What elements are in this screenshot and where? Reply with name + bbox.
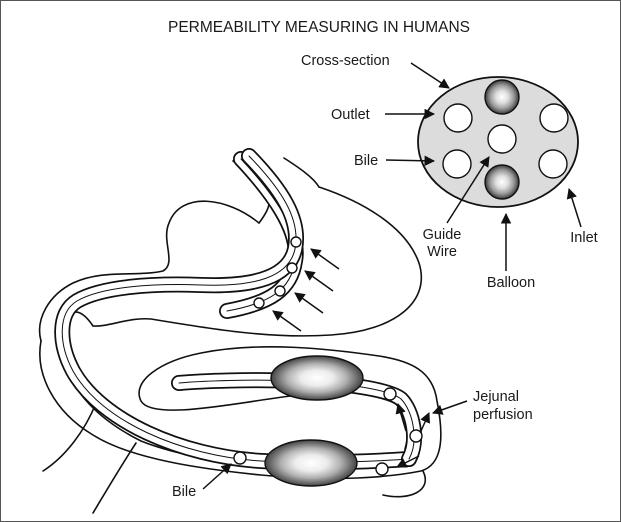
perfusion-hole-3: [376, 463, 388, 475]
guide-wire-lumen: [488, 125, 516, 153]
perfusion-hole-2: [410, 430, 422, 442]
bile-lumen: [443, 150, 471, 178]
label-cross-section: Cross-section: [301, 53, 390, 69]
inlet-lumen: [539, 150, 567, 178]
perfusion-hole-1: [384, 388, 396, 400]
balloon-lumen-bottom: [485, 165, 519, 199]
bile-sidehole: [234, 452, 246, 464]
cross-section: [418, 77, 578, 207]
balloon-lumen-top: [485, 80, 519, 114]
arrow-cross-section: [411, 63, 449, 88]
label-guide-wire-2: Wire: [427, 244, 457, 260]
lumen-top-right: [540, 104, 568, 132]
sidehole-3: [275, 286, 285, 296]
intestine-outline: [40, 341, 441, 513]
balloon-upper: [271, 356, 363, 400]
balloon-lower: [265, 440, 357, 486]
stomach-outline: [40, 158, 422, 356]
outlet-lumen: [444, 104, 472, 132]
catheter-tube: [62, 156, 414, 462]
label-bile-bottom: Bile: [172, 484, 196, 500]
label-jejunal-2: perfusion: [473, 407, 533, 423]
label-inlet: Inlet: [570, 230, 597, 246]
sidehole-4: [254, 298, 264, 308]
sidehole-2: [287, 263, 297, 273]
label-outlet: Outlet: [331, 107, 370, 123]
sidehole-1: [291, 237, 301, 247]
arrow-inlet: [569, 189, 581, 227]
label-balloon: Balloon: [487, 275, 535, 291]
label-bile-top: Bile: [354, 153, 378, 169]
diagram-title: PERMEABILITY MEASURING IN HUMANS: [168, 19, 470, 36]
label-guide-wire-1: Guide: [423, 227, 462, 243]
arrow-bile-top: [386, 160, 434, 161]
label-jejunal-1: Jejunal: [473, 389, 519, 405]
